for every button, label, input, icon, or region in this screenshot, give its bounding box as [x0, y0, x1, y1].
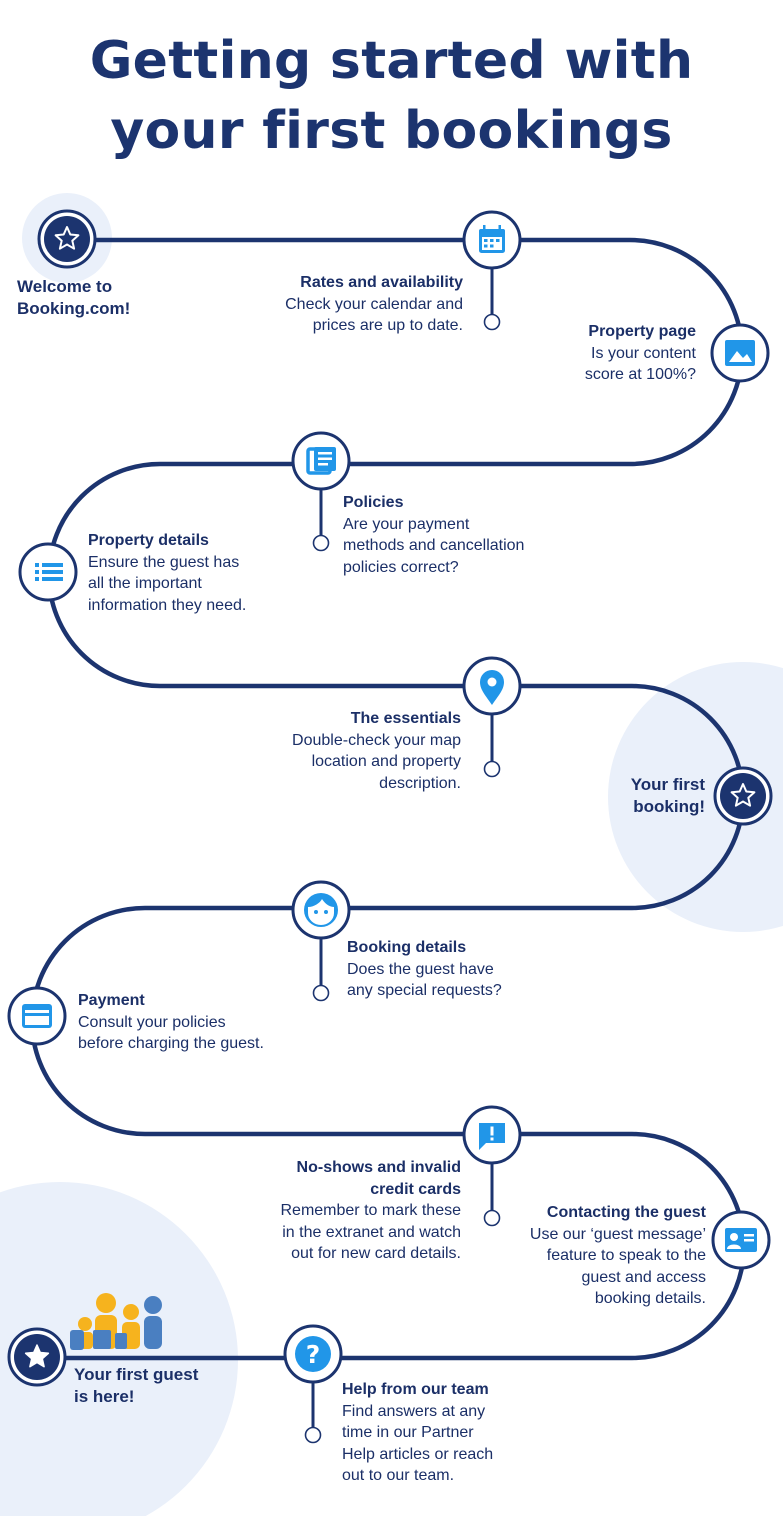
welcome-label: Welcome to Booking.com! — [17, 276, 130, 320]
step-text-line: guest and access — [581, 1268, 706, 1286]
essentials-dot — [483, 760, 501, 778]
welcome-star-icon — [37, 209, 97, 269]
step-help: Help from our team Find answers at any t… — [342, 1379, 542, 1487]
step-heading: The essentials — [350, 710, 461, 727]
first-guest-blob — [0, 1182, 238, 1516]
step-text-line: location and property — [311, 753, 461, 770]
contact-card-icon — [711, 1210, 771, 1270]
step-heading: Help from our team — [342, 1381, 489, 1398]
calendar-icon — [462, 210, 522, 270]
no-shows-dot — [483, 1209, 501, 1227]
first-booking-star-icon — [713, 766, 773, 826]
step-text-line: Are your payment — [343, 515, 470, 533]
image-icon — [710, 323, 770, 383]
step-text-line: Does the guest have — [347, 960, 494, 978]
step-heading: Property page — [588, 323, 696, 340]
step-text-line: Consult your policies — [78, 1013, 226, 1031]
first-booking-blob — [608, 662, 783, 932]
first-booking-line-1: Your first — [630, 775, 705, 794]
step-heading: Payment — [78, 992, 145, 1009]
step-text-line: time in our Partner — [342, 1424, 474, 1441]
step-text-line: policies correct? — [343, 558, 459, 576]
step-rates: Rates and availability Check your calend… — [230, 272, 463, 337]
svg-text:?: ? — [306, 1340, 321, 1369]
step-heading-line: No-shows and invalid — [296, 1159, 461, 1176]
first-booking-label: Your first booking! — [585, 774, 705, 818]
message-alert-icon — [462, 1105, 522, 1165]
rates-dot — [483, 313, 501, 331]
step-text-line: any special requests? — [347, 982, 502, 999]
step-text-line: information they need. — [88, 596, 247, 614]
step-heading: Booking details — [347, 939, 467, 956]
step-text-line: Find answers at any — [342, 1402, 486, 1420]
step-booking-details: Booking details Does the guest have any … — [347, 937, 547, 1002]
step-text-line: out to our team. — [342, 1467, 455, 1484]
step-heading: Policies — [343, 494, 404, 511]
step-text-line: out for new card details. — [291, 1245, 461, 1262]
step-payment: Payment Consult your policies before cha… — [78, 990, 293, 1055]
first-guest-label: Your first guest is here! — [74, 1364, 198, 1408]
step-heading: Property details — [88, 532, 209, 549]
guest-face-icon — [291, 880, 351, 940]
step-property-details: Property details Ensure the guest has al… — [88, 530, 288, 616]
first-guest-star-icon — [7, 1327, 67, 1387]
step-no-shows: No-shows and invalid credit cards Rememb… — [235, 1157, 461, 1265]
step-essentials: The essentials Double-check your map loc… — [240, 708, 461, 794]
welcome-line-1: Welcome to — [17, 277, 113, 296]
step-heading-line: credit cards — [370, 1180, 461, 1198]
step-contacting: Contacting the guest Use our ‘guest mess… — [500, 1202, 706, 1310]
step-heading: Contacting the guest — [546, 1204, 706, 1221]
help-dot — [304, 1426, 322, 1444]
family-illustration — [70, 1293, 162, 1350]
step-text-line: in the extranet and watch — [282, 1223, 461, 1241]
question-icon: ? — [283, 1324, 343, 1384]
step-text-line: before charging the guest. — [78, 1035, 264, 1052]
step-text-line: Use our ‘guest message’ — [529, 1225, 706, 1243]
first-guest-line-1: Your first guest — [74, 1365, 199, 1384]
title-line-2: your first bookings — [110, 101, 673, 161]
first-booking-line-2: booking! — [633, 797, 705, 816]
step-text-line: Ensure the guest has — [88, 553, 240, 571]
page-title: Getting started with your first bookings — [0, 26, 783, 166]
booking-details-dot — [312, 984, 330, 1002]
step-heading: Rates and availability — [300, 274, 463, 291]
step-text-line: all the important — [88, 575, 202, 592]
step-text-line: score at 100%? — [584, 366, 696, 383]
title-line-1: Getting started with — [89, 31, 694, 91]
step-text-line: Help articles or reach — [342, 1445, 494, 1463]
step-text-line: Is your content — [591, 344, 696, 362]
step-text-line: booking details. — [594, 1290, 706, 1307]
step-text-line: feature to speak to the — [546, 1247, 706, 1264]
step-text-line: Double-check your map — [292, 731, 461, 749]
step-text-line: prices are up to date. — [312, 317, 463, 334]
location-pin-icon — [462, 656, 522, 716]
step-property-page: Property page Is your content score at 1… — [530, 321, 696, 386]
policies-dot — [312, 534, 330, 552]
welcome-line-2: Booking.com! — [17, 299, 131, 318]
credit-card-icon — [7, 986, 67, 1046]
step-text-line: description. — [379, 774, 461, 792]
step-text-line: Check your calendar and — [285, 295, 463, 313]
document-icon — [291, 431, 351, 491]
first-guest-line-2: is here! — [74, 1387, 135, 1406]
list-icon — [18, 542, 78, 602]
step-text-line: methods and cancellation — [343, 537, 525, 554]
step-text-line: Remember to mark these — [280, 1202, 461, 1219]
step-policies: Policies Are your payment methods and ca… — [343, 492, 563, 578]
